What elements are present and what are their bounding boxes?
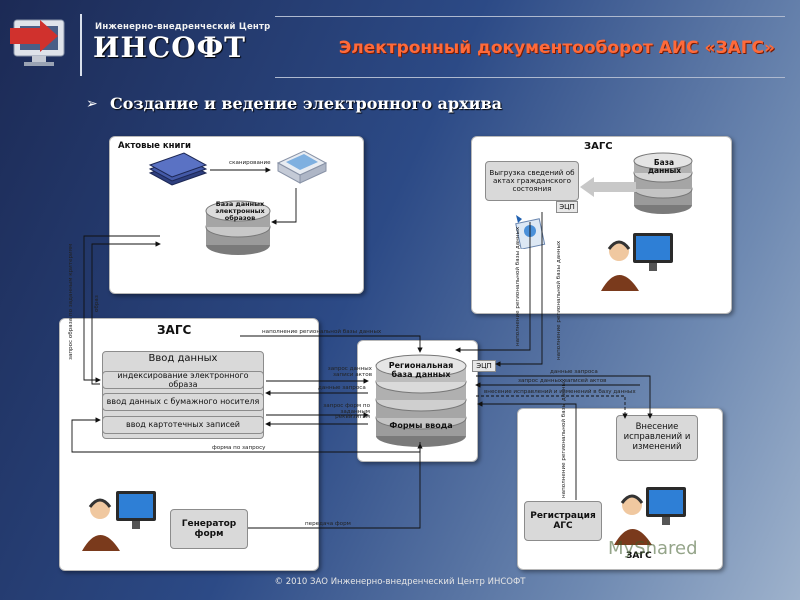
- edge-fill-regional-bottom: [477, 401, 577, 500]
- label-form-transfer: передача форм: [305, 521, 351, 527]
- title-rule-top: [275, 16, 785, 17]
- panel-zags-bottom-title: ЗАГС: [626, 551, 652, 561]
- ecp-tag-top: ЭЦП: [556, 201, 578, 213]
- images-db-label: База данных электронных образов: [215, 200, 265, 223]
- watermark: MyShared: [608, 538, 698, 559]
- edge-form-transfer: [248, 443, 423, 529]
- bullet-arrow-icon: ➢: [86, 96, 98, 112]
- panel-zags-left-title: ЗАГС: [157, 323, 192, 337]
- page-title: Электронный документооборот АИС «ЗАГС»: [338, 38, 775, 58]
- operator-left-icon: [82, 491, 156, 551]
- panel-zags-bottom: Внесение исправлений и изменений Регистр…: [517, 408, 723, 570]
- big-arrow-left-icon: [580, 177, 636, 197]
- edge-image: [91, 241, 161, 385]
- panel-act-books: Актовые книги сканирование База данных э…: [109, 136, 364, 294]
- operator-top-icon: [601, 233, 673, 291]
- input-item-indexing: индексирование электронного образа: [102, 371, 264, 389]
- label-data-request-left: запрос данных записи актов: [327, 366, 372, 378]
- label-form-request: запрос форм по заданным реквизитам: [323, 403, 370, 421]
- registration-box: Регистрация АГС: [524, 501, 602, 541]
- label-data-request-right: запрос данных записей актов: [518, 378, 607, 384]
- forms-generator-box: Генератор форм: [170, 509, 248, 549]
- header-divider: [80, 14, 82, 76]
- edge-data-query-right: [476, 375, 653, 419]
- input-forms-label: Формы ввода: [389, 421, 453, 430]
- scan-label: сканирование: [229, 160, 271, 166]
- local-db-label: База данных: [648, 158, 682, 176]
- company-name: ИНСОФТ: [93, 31, 246, 64]
- local-database-icon: [633, 152, 693, 214]
- label-image-request: запрос образа по заданным критериям: [68, 243, 74, 360]
- edge-scan-to-db: [271, 188, 297, 225]
- edge-fill-regional-top2: [495, 212, 543, 367]
- images-database-icon: [205, 200, 271, 255]
- title-rule-bottom: [275, 77, 785, 78]
- label-data-query-right: данные запроса: [550, 369, 598, 375]
- label-data-query-left: данные запроса: [318, 385, 366, 391]
- label-fill-regional-v2: наполнение региональной базы данных: [556, 240, 562, 360]
- insoft-logo-icon: [10, 19, 65, 66]
- export-acts-box: Выгрузка сведений об актах гражданского …: [485, 161, 579, 201]
- company-subtitle: Инженерно-внедренческий Центр: [95, 22, 271, 32]
- input-item-paper: ввод данных с бумажного носителя: [102, 393, 264, 411]
- data-input-header: Ввод данных: [148, 353, 218, 364]
- footer-copyright: © 2010 ЗАО Инженерно-внедренческий Центр…: [274, 577, 526, 587]
- label-image: образ: [94, 295, 100, 312]
- panel-zags-top-title: ЗАГС: [584, 141, 613, 152]
- regional-db-label: Региональная база данных: [388, 361, 454, 379]
- label-fill-regional: наполнение региональной базы данных: [262, 329, 382, 335]
- label-corrections-edge: внесение исправлений и изменений в базу …: [484, 389, 636, 395]
- regional-database-icon: [375, 354, 467, 447]
- edge-fill-regional-top1: [455, 222, 531, 353]
- scanner-icon: [276, 150, 328, 184]
- panel-zags-top: ЗАГС Выгрузка сведений об актах гражданс…: [471, 136, 732, 314]
- section-heading: Создание и ведение электронного архива: [110, 94, 502, 113]
- label-fill-regional-v1: наполнение региональной базы данных: [515, 226, 521, 346]
- books-icon: [148, 152, 208, 186]
- label-fill-regional-v3: наполнение региональной базы данных: [561, 378, 567, 498]
- input-item-cards: ввод картотечных записей: [102, 416, 264, 434]
- panel-zags-left: ЗАГС Ввод данных индексирование электрон…: [59, 318, 319, 571]
- edge-corrections: [476, 395, 628, 419]
- label-form-by-request: форма по запросу: [212, 445, 266, 451]
- edge-fill-regional-left: [240, 335, 423, 353]
- corrections-box: Внесение исправлений и изменений: [616, 415, 698, 461]
- operator-bottom-icon: [614, 487, 686, 545]
- panel-act-books-title: Актовые книги: [118, 141, 191, 151]
